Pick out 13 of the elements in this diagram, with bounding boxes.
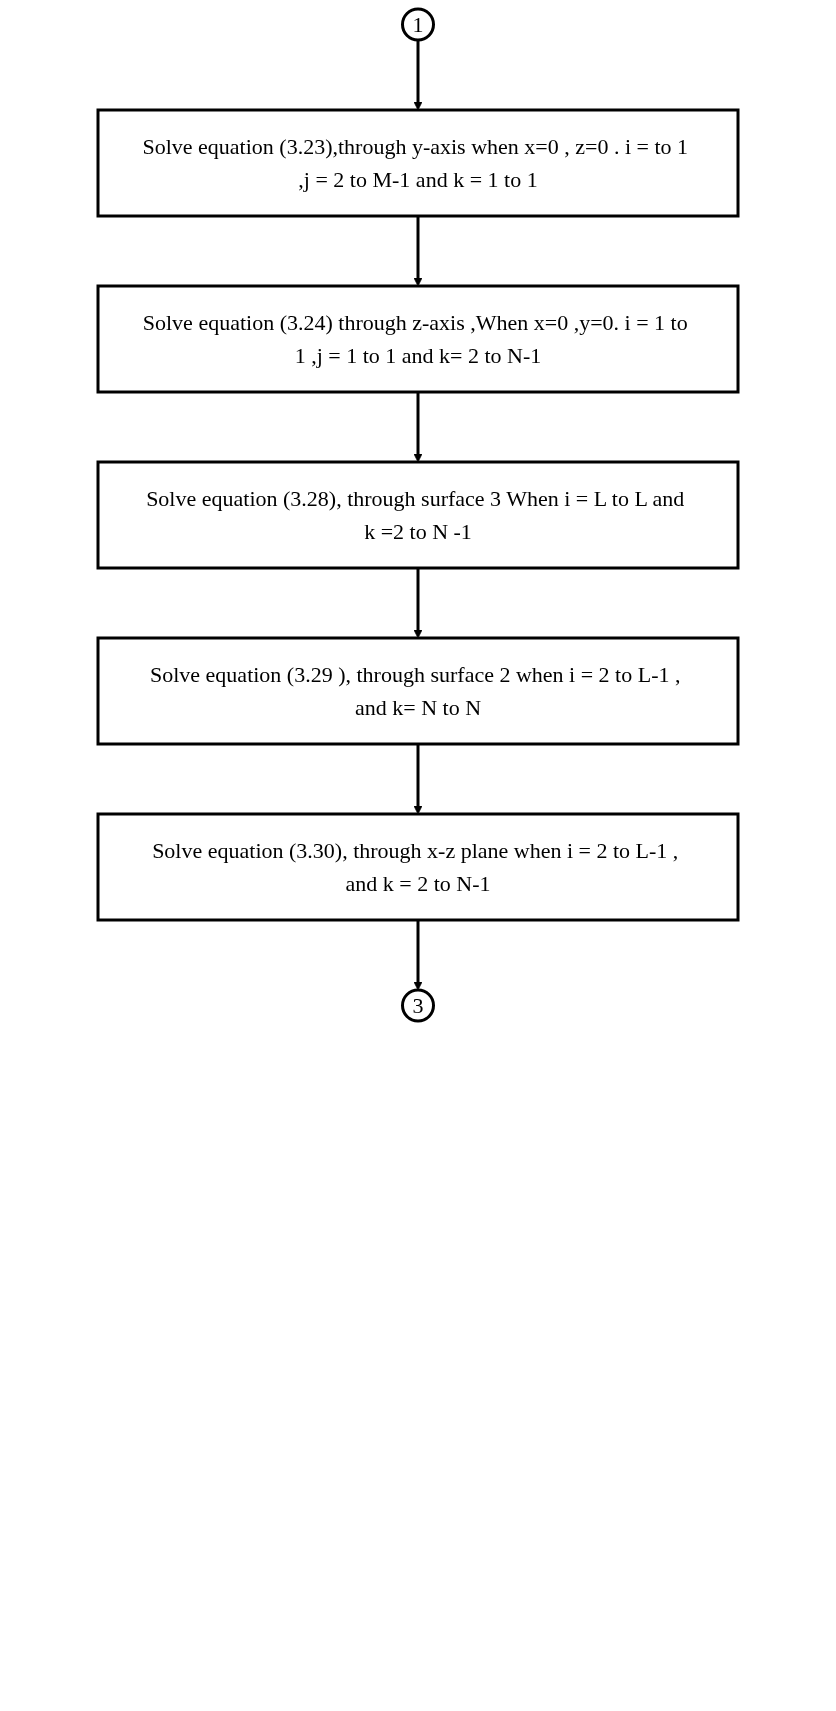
- arrow: [413, 744, 423, 815]
- node-box: Solve equation (3.23),through y-axis when x=0 , z=0 . i = to 1 ,j = 2 to M-1 and k = 1 to 1: [96, 108, 740, 218]
- arrow: [413, 216, 423, 287]
- node-circle: 3: [401, 988, 435, 1023]
- node-box: Solve equation (3.29 ), through surface 2 when i = 2 to L-1 , and k= N to N: [96, 636, 740, 746]
- node-box: Solve equation (3.24) through z-axis ,When x=0 ,y=0. i = 1 to 1 ,j = 1 to 1 and k= 2 to N-1: [96, 284, 740, 394]
- node-box: Solve equation (3.30), through x-z plane when i = 2 to L-1 , and k = 2 to N-1: [96, 812, 740, 922]
- arrow: [413, 568, 423, 639]
- node-circle: 1: [401, 7, 435, 42]
- arrow: [413, 40, 423, 111]
- node-box: Solve equation (3.28), through surface 3 When i = L to L and k =2 to N -1: [96, 460, 740, 570]
- arrow: [413, 920, 423, 991]
- arrow: [413, 392, 423, 463]
